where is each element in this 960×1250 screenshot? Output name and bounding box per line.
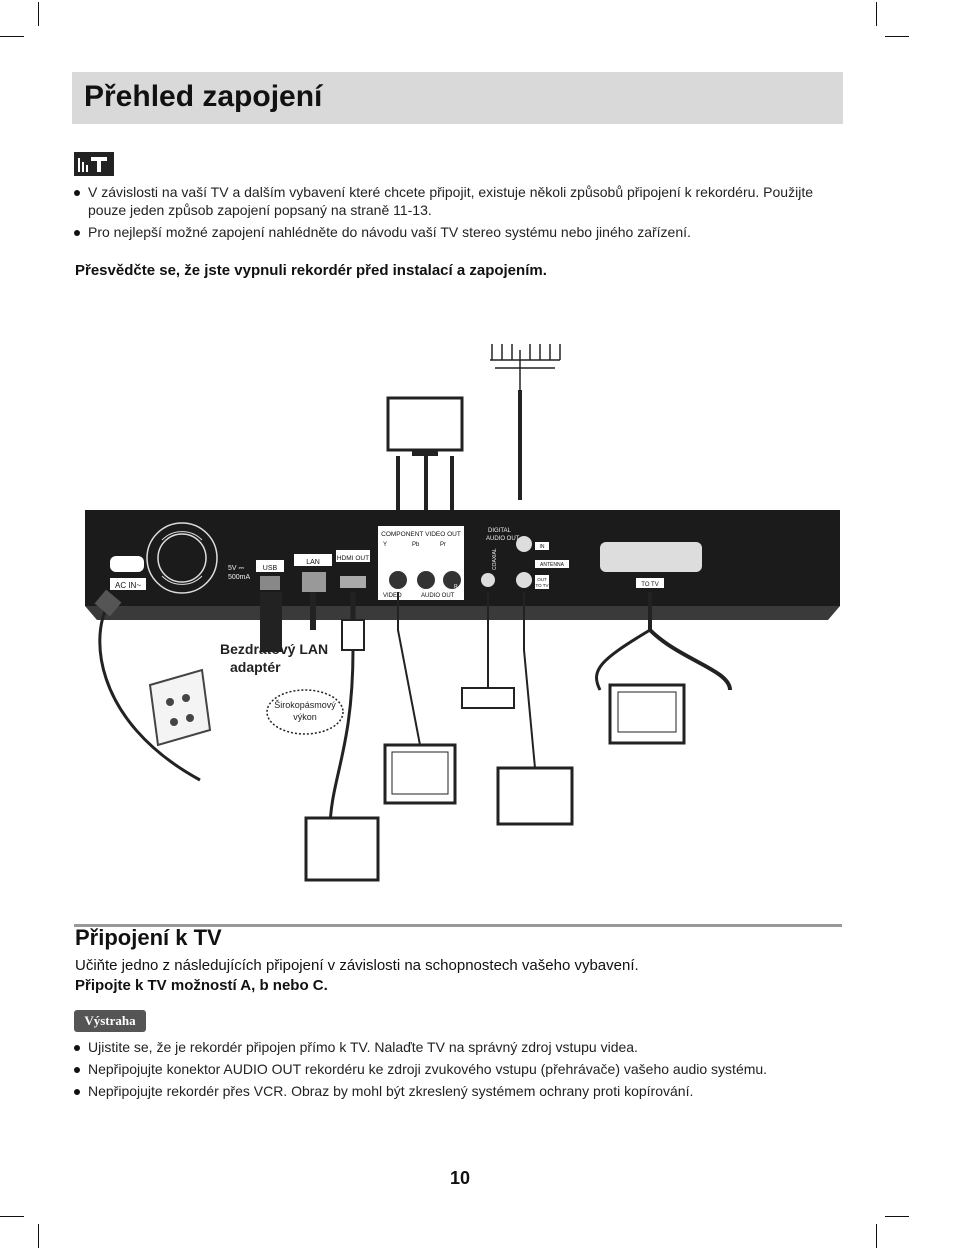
section-intro-bold: Připojte k TV možností A, b nebo C. xyxy=(75,977,328,994)
broadband-label: Širokopásmový xyxy=(274,700,336,710)
digital-label: DIGITAL xyxy=(488,528,512,534)
out-to-tv-label: TO TV xyxy=(535,583,548,588)
crop-mark xyxy=(0,1216,24,1217)
r-label: R xyxy=(454,584,458,590)
caution-item: Nepřipojujte konektor AUDIO OUT rekordér… xyxy=(74,1060,844,1078)
wireless-adapter-label-2: adaptér xyxy=(230,659,281,675)
power-current-label: 500mA xyxy=(228,574,251,581)
connection-diagram: AC IN~ 5V ⎓ 500mA USB LAN HDMI OUT COMPO… xyxy=(85,344,840,882)
flat-tv-icon xyxy=(496,766,574,826)
video-label: VIDEO xyxy=(383,593,402,599)
crt-tv-icon xyxy=(383,743,457,805)
coaxial-label: COAXIAL xyxy=(492,548,498,570)
note-icon xyxy=(74,152,114,176)
in-label: IN xyxy=(540,544,545,550)
wireless-lan-adapter-icon xyxy=(260,592,282,652)
crop-mark xyxy=(38,1224,39,1248)
l-label: L xyxy=(412,584,415,590)
warning-text: Přesvědčte se, že jste vypnuli rekordér … xyxy=(75,262,547,279)
broadband-label-2: výkon xyxy=(293,712,317,722)
amplifier-icon xyxy=(461,687,515,709)
scart-to-tv-label: TO TV xyxy=(641,582,658,588)
crop-mark xyxy=(876,2,877,26)
lan-label: LAN xyxy=(306,559,320,566)
flat-tv-icon xyxy=(386,396,464,456)
digital-audio-out-label: AUDIO OUT xyxy=(486,536,520,542)
power-label: 5V ⎓ xyxy=(228,565,245,572)
pr-label: Pr xyxy=(440,542,446,548)
caution-list: Ujistite se, že je rekordér připojen pří… xyxy=(74,1038,844,1104)
antenna-icon xyxy=(490,344,561,490)
section-intro: Učiňte jedno z následujících připojení v… xyxy=(75,956,639,996)
power-cable xyxy=(98,601,201,782)
section-intro-text: Učiňte jedno z následujících připojení v… xyxy=(75,957,639,974)
y-label: Y xyxy=(383,542,387,548)
component-label: COMPONENT VIDEO OUT xyxy=(381,531,461,538)
note-item: Pro nejlepší možné zapojení nahlédněte d… xyxy=(74,223,844,241)
crop-mark xyxy=(38,2,39,26)
flat-tv-icon xyxy=(304,816,380,882)
crop-mark xyxy=(0,36,24,37)
crop-mark xyxy=(885,1216,909,1217)
section-title: Připojení k TV xyxy=(75,925,222,950)
note-list: V závislosti na vaší TV a dalším vybaven… xyxy=(74,183,844,245)
section-rule xyxy=(74,924,842,927)
page-title: Přehled zapojení xyxy=(84,80,323,113)
ac-in-label: AC IN~ xyxy=(115,581,141,590)
hdmi-out-label: HDMI OUT xyxy=(337,555,369,562)
crt-tv-icon xyxy=(608,683,686,745)
title-bar: Přehled zapojení xyxy=(72,72,843,124)
wall-socket-icon xyxy=(148,668,212,747)
pb-label: Pb xyxy=(412,542,420,548)
audio-out-label: AUDIO OUT xyxy=(421,593,455,599)
out-label: OUT xyxy=(537,577,547,582)
antenna-label: ANTENNA xyxy=(540,562,565,568)
broadband-cloud xyxy=(266,689,344,735)
caution-item: Nepřipojujte rekordér přes VCR. Obraz by… xyxy=(74,1082,844,1100)
usb-label: USB xyxy=(263,565,278,572)
caution-item: Ujistite se, že je rekordér připojen pří… xyxy=(74,1038,844,1056)
caution-badge: Výstraha xyxy=(74,1010,146,1032)
crop-mark xyxy=(876,1224,877,1248)
note-item: V závislosti na vaší TV a dalším vybaven… xyxy=(74,183,844,219)
crop-mark xyxy=(885,36,909,37)
recorder-rear-panel: AC IN~ 5V ⎓ 500mA USB LAN HDMI OUT COMPO… xyxy=(85,510,840,620)
scart-cable xyxy=(648,592,732,691)
wireless-adapter-label: Bezdrátový LAN xyxy=(220,641,328,657)
page-number: 10 xyxy=(449,1168,471,1188)
